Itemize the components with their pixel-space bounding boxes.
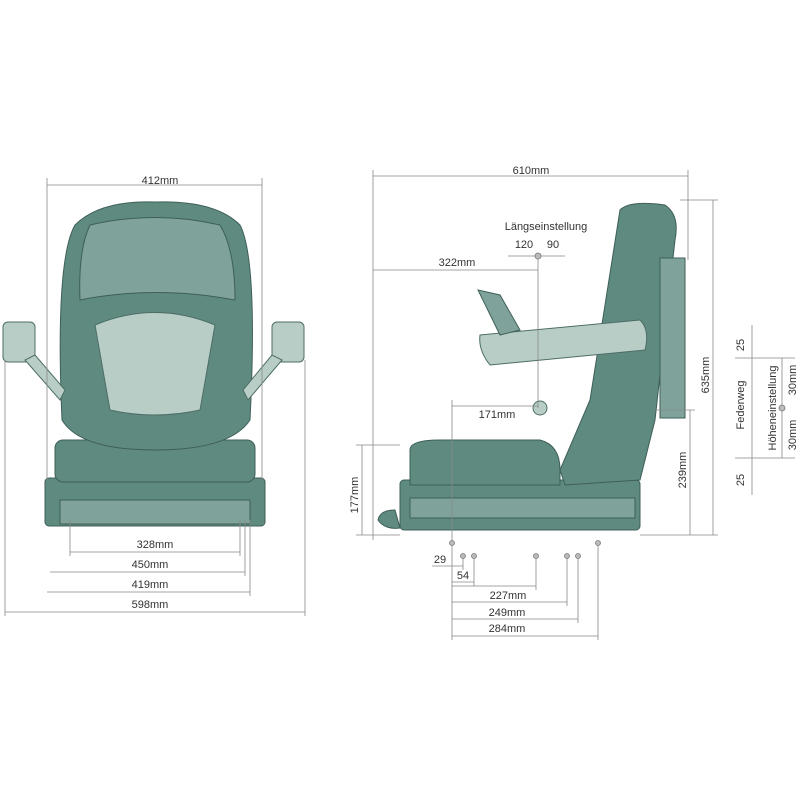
hoehe-up: 30mm: [787, 365, 799, 396]
hoeheneinstellung-label: Höheneinstellung: [767, 365, 779, 450]
dim-610: 610mm: [513, 165, 550, 177]
dim-598: 598mm: [132, 599, 169, 611]
adjust-lever: [377, 509, 401, 529]
hoehe-down: 30mm: [787, 420, 799, 451]
dim-412: 412mm: [142, 175, 179, 187]
side-view-seat: [377, 202, 686, 531]
federweg-up: 25: [735, 339, 747, 351]
dim-177: 177mm: [349, 477, 361, 514]
dim-284: 284mm: [489, 623, 526, 635]
laengseinstellung-label: Längseinstellung: [505, 221, 588, 233]
left-arm-support: [24, 354, 66, 401]
armrest-hinge: [477, 289, 521, 336]
dim-54: 54: [457, 570, 469, 582]
dim-322: 322mm: [439, 257, 476, 269]
headrest: [79, 217, 236, 301]
federweg-label: Federweg: [735, 381, 747, 430]
lumbar-pattern: [94, 312, 216, 416]
dim-239: 239mm: [677, 452, 689, 489]
side-cushion: [409, 439, 561, 486]
side-armrest: [479, 319, 648, 366]
left-armrest: [2, 321, 36, 363]
knob[interactable]: [532, 400, 548, 416]
mounting-points: [449, 252, 786, 559]
right-arm-support: [242, 354, 283, 401]
right-armrest: [271, 321, 305, 363]
dim-419: 419mm: [132, 579, 169, 591]
laengs-forward: 90: [547, 239, 559, 251]
side-back-panel: [659, 257, 686, 419]
dim-450: 450mm: [132, 559, 169, 571]
side-suspension: [409, 497, 636, 519]
dim-328: 328mm: [137, 539, 174, 551]
dim-635: 635mm: [700, 357, 712, 394]
laengs-back: 120: [515, 239, 533, 251]
front-dimension-lines: [4, 178, 306, 616]
front-view-seat: [2, 201, 305, 527]
side-dimension-lines: [356, 170, 795, 640]
dim-171: 171mm: [479, 409, 516, 421]
dim-227: 227mm: [490, 590, 527, 602]
front-suspension: [59, 499, 251, 525]
dim-249: 249mm: [489, 607, 526, 619]
dim-29: 29: [434, 554, 446, 566]
federweg-down: 25: [735, 474, 747, 486]
